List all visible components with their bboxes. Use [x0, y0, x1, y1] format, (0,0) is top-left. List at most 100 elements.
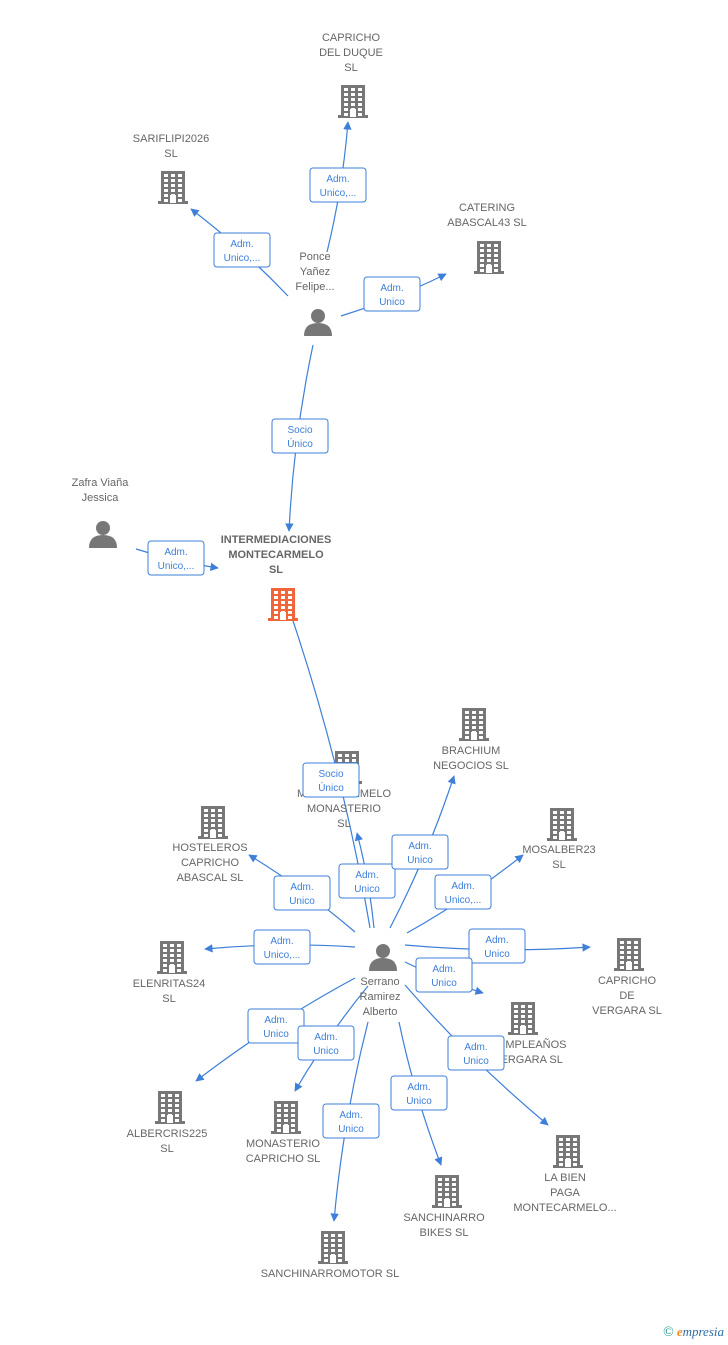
- relation-label[interactable]: Adm.Unico,...: [309, 167, 367, 203]
- relation-label-text: Unico: [338, 1124, 364, 1135]
- node-label: SANCHINARRO: [403, 1212, 485, 1224]
- node-label: Alberto: [363, 1006, 398, 1018]
- relation-label[interactable]: Adm. Unico: [297, 1025, 355, 1061]
- relation-label[interactable]: Adm.Unico: [273, 875, 331, 911]
- relation-label[interactable]: Adm.Unico: [390, 1075, 448, 1111]
- relation-label-text: Unico: [431, 978, 457, 989]
- relation-label[interactable]: Adm. Unico: [415, 957, 473, 993]
- relation-label[interactable]: Adm.Unico: [363, 276, 421, 312]
- relation-label-box: [322, 1103, 380, 1139]
- node-label: CAPRICHO: [598, 975, 657, 987]
- relation-label-text: Adm.: [355, 870, 378, 881]
- relation-label[interactable]: Adm. Unico: [468, 928, 526, 964]
- node-label: VERGARA SL: [493, 1054, 563, 1066]
- relation-label-box: [391, 834, 449, 870]
- node-label: SL: [160, 1143, 173, 1155]
- relation-label-text: Adm.: [485, 935, 508, 946]
- relation-label[interactable]: Adm.Unico: [247, 1008, 305, 1044]
- relation-label-box: [468, 928, 526, 964]
- node-sanchinarromotor[interactable]: SANCHINARROMOTOR SL: [261, 1231, 400, 1280]
- person-icon: [89, 521, 117, 548]
- node-ponce[interactable]: PonceYañezFelipe...: [295, 251, 335, 336]
- relation-label[interactable]: Adm.Unico,...: [213, 232, 271, 268]
- building-icon: [338, 85, 368, 118]
- node-label: Yañez: [300, 266, 330, 278]
- relation-label[interactable]: Adm.Unico: [338, 863, 396, 899]
- building-icon: [318, 1231, 348, 1264]
- node-label: BRACHIUM: [442, 745, 501, 757]
- relation-label-text: Socio: [318, 769, 343, 780]
- node-label: SL: [269, 564, 283, 576]
- relation-label[interactable]: Adm.Unico,...: [147, 540, 205, 576]
- node-label: SL: [552, 859, 565, 871]
- relation-label-text: Adm.: [339, 1110, 362, 1121]
- node-label: LA BIEN: [544, 1172, 586, 1184]
- node-label: SARIFLIPI2026: [133, 133, 209, 145]
- relation-label-box: [390, 1075, 448, 1111]
- relation-label-text: Unico: [484, 949, 510, 960]
- relation-label-text: Único: [287, 437, 313, 450]
- node-label: PAGA: [550, 1187, 580, 1199]
- relation-label-box: [213, 232, 271, 268]
- node-label: HOSTELEROS: [172, 842, 247, 854]
- node-label: Zafra Viaña: [72, 477, 130, 489]
- relation-label-text: Unico: [406, 1096, 432, 1107]
- relation-label-text: Adm.: [432, 964, 455, 975]
- building-icon: [271, 1101, 301, 1134]
- relation-label-box: [147, 540, 205, 576]
- relation-label-text: Adm.: [314, 1032, 337, 1043]
- relation-label[interactable]: Adm.Unico: [391, 834, 449, 870]
- node-label: SL: [337, 818, 350, 830]
- node-label: MONTECARMELO...: [513, 1202, 616, 1214]
- relation-label[interactable]: Adm.Unico,...: [253, 929, 311, 965]
- relation-label-text: Único: [318, 781, 344, 794]
- relation-label-box: [273, 875, 331, 911]
- node-label: NEGOCIOS SL: [433, 760, 509, 772]
- node-label: ABASCAL SL: [177, 872, 244, 884]
- person-icon: [369, 944, 397, 971]
- node-labienpaga[interactable]: LA BIEN PAGA MONTECARMELO...: [513, 1135, 617, 1214]
- node-label: SANCHINARROMOTOR SL: [261, 1268, 400, 1280]
- relation-label-text: Unico,...: [445, 895, 482, 906]
- relation-label-text: Unico: [263, 1029, 289, 1040]
- relation-label-box: [338, 863, 396, 899]
- node-brachium[interactable]: BRACHIUM NEGOCIOS SL: [433, 708, 509, 772]
- building-icon: [508, 1002, 538, 1035]
- node-label: ALBERCRIS225: [127, 1128, 208, 1140]
- building-icon: [268, 588, 298, 621]
- building-icon: [198, 806, 228, 839]
- node-label: MONASTERIO: [307, 803, 381, 815]
- relation-label-box: [297, 1025, 355, 1061]
- node-label: CATERING: [459, 202, 515, 214]
- building-icon: [155, 1091, 185, 1124]
- node-label: SL: [162, 993, 175, 1005]
- node-label: ELENRITAS24: [133, 978, 206, 990]
- node-label: DE: [619, 990, 634, 1002]
- relation-label-text: Unico: [407, 855, 433, 866]
- building-icon: [614, 938, 644, 971]
- building-icon: [432, 1175, 462, 1208]
- relation-label-text: Adm.: [451, 881, 474, 892]
- relation-label[interactable]: Adm.Unico: [447, 1035, 505, 1071]
- relation-label-text: Unico: [313, 1046, 339, 1057]
- relation-label[interactable]: Adm. Unico: [322, 1103, 380, 1139]
- relation-label-text: Socio: [287, 425, 312, 436]
- relation-label[interactable]: Adm. Unico,...: [434, 874, 492, 910]
